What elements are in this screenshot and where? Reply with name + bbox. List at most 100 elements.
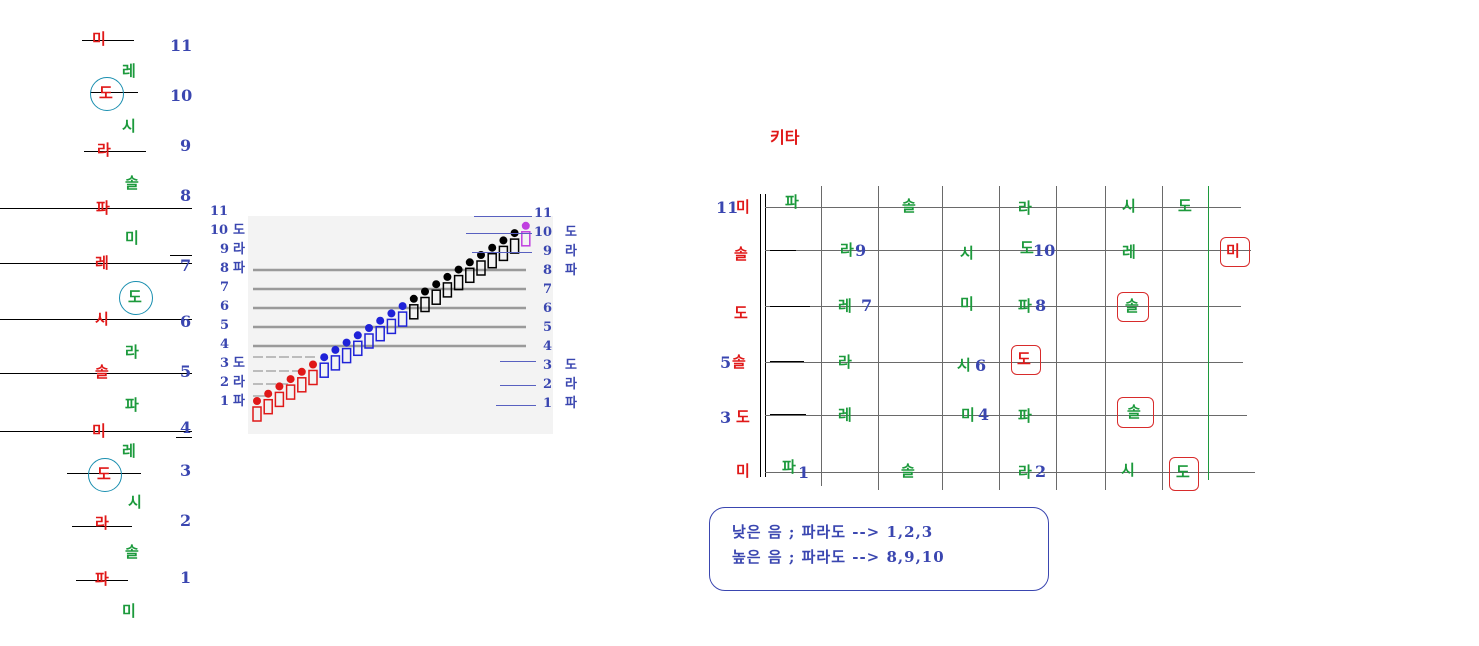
legend-box: 낮은 음 ; 파라도 --> 1,2,3 높은 음 ; 파라도 --> 8,9,… — [709, 507, 1049, 591]
figure-number: 11 — [210, 204, 229, 219]
staff-note: 레 — [95, 254, 109, 272]
figure-guide-line — [474, 216, 532, 217]
guitar-string — [765, 472, 1255, 473]
fret-note: 솔 — [1127, 403, 1141, 421]
staff-note: 라 — [95, 514, 109, 532]
figure-guide-line — [466, 233, 532, 234]
note-circle — [90, 77, 124, 111]
note-box — [1117, 292, 1149, 322]
staff-note: 파 — [95, 570, 109, 588]
figure-number: 4 — [220, 337, 230, 352]
guitar-string — [765, 250, 1251, 251]
figure-number: 6 — [220, 299, 230, 314]
staff-number: 4 — [180, 418, 192, 437]
figure-guide-line — [500, 385, 536, 386]
row-number: 11 — [716, 198, 739, 217]
note-key — [498, 245, 509, 262]
figure-number: 7 — [543, 282, 553, 297]
note-head — [309, 360, 317, 369]
note-key — [319, 362, 329, 378]
note-key — [364, 333, 374, 349]
note-head — [275, 382, 284, 391]
staff-note: 파 — [96, 199, 110, 217]
note-key — [341, 347, 352, 364]
staff-number: 1 — [180, 568, 192, 587]
fret-note: 레 — [838, 406, 852, 424]
fret-note: 솔 — [902, 197, 916, 215]
note-head — [454, 265, 463, 274]
note-key — [285, 384, 296, 400]
row-note: 미 — [736, 198, 750, 216]
note-key — [308, 369, 318, 386]
note-head — [521, 221, 530, 230]
staff-line — [82, 40, 134, 41]
guitar-string — [765, 207, 1241, 208]
row-note: 도 — [734, 304, 748, 322]
guitar-nut — [765, 194, 766, 477]
figure-guide-line — [472, 252, 532, 253]
note-head — [264, 389, 273, 398]
figure-number: 11 — [534, 206, 553, 221]
figure-note: 라 — [233, 375, 245, 390]
staff-number: 2 — [180, 511, 192, 530]
fret-note: 미 — [1226, 242, 1240, 260]
staff-number: 10 — [170, 86, 193, 105]
fret-note: 레 — [838, 297, 852, 315]
staff-note: 솔 — [95, 363, 109, 381]
figure-number: 1 — [220, 394, 230, 409]
note-circle — [88, 458, 122, 492]
figure-number: 5 — [220, 318, 230, 333]
note-key — [453, 274, 464, 291]
note-key — [330, 355, 341, 371]
staff-number: 9 — [180, 136, 192, 155]
guitar-fret — [942, 186, 943, 490]
staff-note: 도 — [97, 465, 111, 483]
note-key — [420, 296, 430, 313]
figure-note: 라 — [565, 244, 577, 259]
staff-line — [84, 151, 146, 152]
fret-number: 8 — [1035, 296, 1047, 315]
note-head — [499, 236, 508, 245]
note-key — [297, 377, 307, 393]
note-box — [1169, 457, 1199, 491]
staff-note: 라 — [97, 141, 111, 159]
note-key — [442, 282, 453, 298]
fret-note: 라 — [838, 353, 852, 371]
note-head — [421, 287, 429, 296]
note-key — [274, 391, 285, 408]
staff-note: 도 — [128, 288, 142, 306]
note-head — [398, 302, 407, 311]
note-key — [353, 340, 363, 357]
note-key — [476, 260, 486, 276]
note-key — [263, 398, 273, 415]
figure-number: 4 — [543, 339, 553, 354]
fret-note: 도 — [1178, 197, 1192, 215]
guitar-fret — [1208, 186, 1209, 480]
fret-number: 4 — [978, 405, 990, 424]
staff-line — [0, 208, 192, 209]
note-head — [320, 353, 329, 362]
string-stub — [770, 361, 804, 362]
note-head — [488, 243, 497, 252]
note-key — [397, 311, 408, 327]
fret-note: 라 — [1018, 463, 1032, 481]
staff-note: 레 — [122, 62, 136, 80]
row-note: 솔 — [734, 245, 748, 263]
note-key — [386, 318, 397, 335]
row-number: 3 — [720, 408, 732, 427]
note-box — [1117, 397, 1154, 428]
note-head — [477, 251, 485, 259]
figure-note: 파 — [233, 261, 245, 276]
figure-number: 8 — [220, 261, 230, 276]
guitar-fret — [999, 186, 1000, 490]
fret-number: 7 — [861, 296, 873, 315]
string-stub — [770, 414, 806, 415]
note-head — [353, 331, 362, 340]
fret-note: 라 — [1018, 199, 1032, 217]
figure-number: 3 — [220, 356, 230, 371]
figure-number: 1 — [543, 396, 553, 411]
guitar-fret — [878, 186, 879, 490]
figure-guide-line — [500, 361, 536, 362]
staff-number: 5 — [180, 362, 192, 381]
legend-high: 높은 음 ; 파라도 --> 8,9,10 — [732, 548, 945, 566]
